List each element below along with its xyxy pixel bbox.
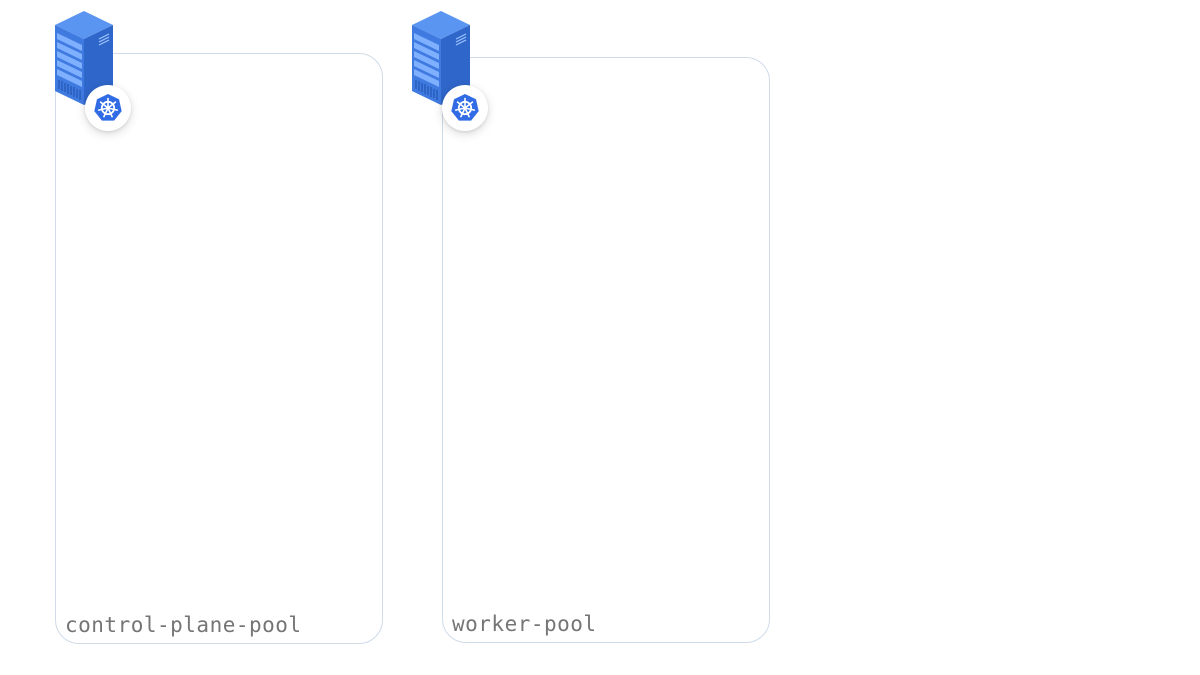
kubernetes-icon bbox=[94, 94, 122, 121]
kubernetes-badge bbox=[442, 85, 488, 131]
kubernetes-badge bbox=[85, 85, 131, 131]
kubernetes-icon bbox=[451, 94, 479, 121]
server-rack-icon bbox=[410, 9, 472, 107]
worker-pool-container: worker-pool bbox=[442, 57, 770, 643]
pool-label-control-plane: control-plane-pool bbox=[65, 613, 302, 637]
control-plane-pool-container: control-plane-pool bbox=[55, 53, 383, 644]
pool-label-worker: worker-pool bbox=[452, 612, 597, 636]
server-rack-icon bbox=[53, 9, 115, 107]
